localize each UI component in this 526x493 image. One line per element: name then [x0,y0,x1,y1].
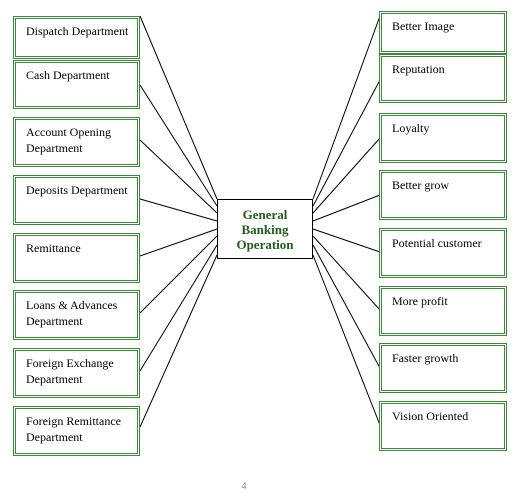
left-box-deposits-department: Deposits Department [13,175,140,225]
connector-dispatch [139,15,218,200]
left-box-label: Account Opening Department [26,125,111,155]
left-box-label: Remittance [26,241,81,255]
connector-potential-customer [312,228,381,253]
connector-better-grow [312,194,381,222]
center-label: General Banking Operation [236,206,294,252]
right-box-reputation: Reputation [379,54,507,103]
left-box-foreign-exchange-department: Foreign Exchange Department [13,348,140,398]
left-box-dispatch-department: Dispatch Department [13,16,140,59]
left-box-cash-department: Cash Department [13,60,140,109]
right-box-label: Vision Oriented [392,409,469,423]
right-box-faster-growth: Faster growth [379,343,507,393]
left-box-label: Cash Department [26,68,110,82]
left-box-foreign-remittance-department: Foreign Remittance Department [13,406,140,456]
center-box: General Banking Operation [217,199,313,259]
connector-loyalty [312,137,381,214]
left-box-label: Foreign Remittance Department [26,414,121,444]
connector-deposits [139,198,218,222]
right-box-vision-oriented: Vision Oriented [379,401,507,451]
left-box-account-opening-department: Account Opening Department [13,117,140,167]
connector-remittance [139,228,218,257]
right-box-more-profit: More profit [379,286,507,336]
connector-foreign-exchange [139,244,218,372]
left-box-label: Dispatch Department [26,24,129,38]
right-box-label: Reputation [392,62,445,76]
connector-reputation [312,79,381,207]
left-box-label: Deposits Department [26,183,128,197]
connector-better-image [312,15,381,200]
right-box-better-grow: Better grow [379,170,507,220]
connector-account-opening [139,139,218,214]
connector-foreign-remittance [139,254,218,428]
right-box-loyalty: Loyalty [379,113,507,163]
connector-faster-growth [312,244,381,369]
right-box-label: Better Image [392,19,455,33]
left-box-loans-advances-department: Loans & Advances Department [13,290,140,340]
connector-cash [139,84,218,207]
left-box-label: Foreign Exchange Department [26,356,114,386]
left-box-label: Loans & Advances Department [26,298,118,328]
left-box-remittance: Remittance [13,233,140,283]
right-box-label: Better grow [392,178,449,192]
right-box-label: Potential customer [392,236,482,250]
right-box-better-image: Better Image [379,11,507,54]
connector-loans [139,235,218,314]
connector-more-profit [312,235,381,311]
right-box-potential-customer: Potential customer [379,228,507,278]
right-box-label: Loyalty [392,121,430,135]
connector-vision-oriented [312,254,381,426]
page-number: 4 [241,481,247,492]
right-box-label: More profit [392,294,448,308]
right-box-label: Faster growth [392,351,459,365]
